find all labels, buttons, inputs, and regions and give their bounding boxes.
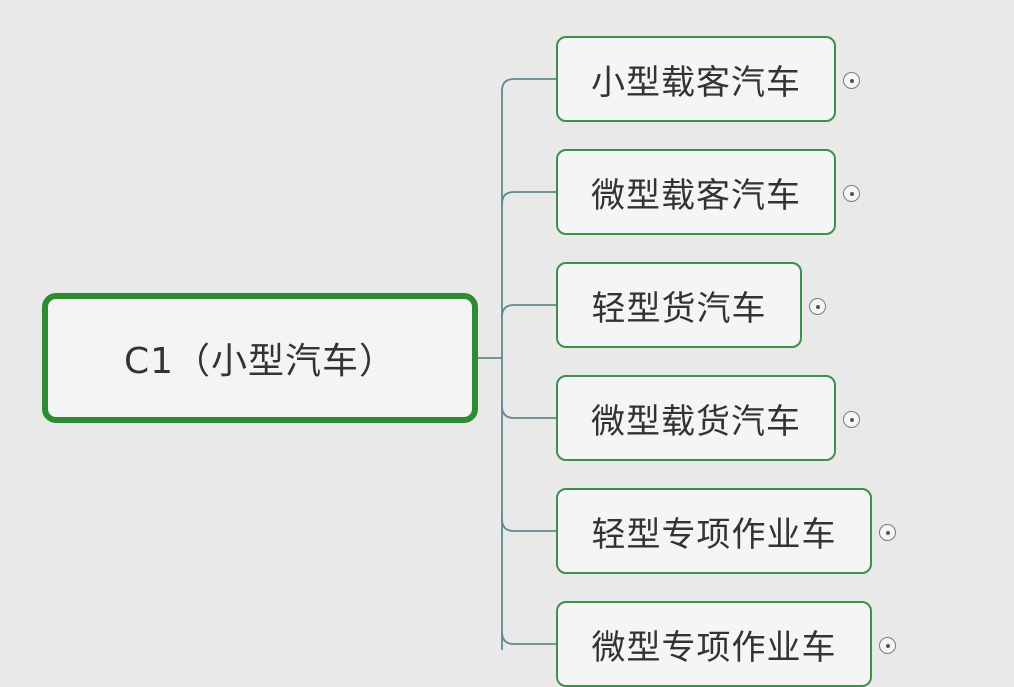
connector-branch-3 [501,304,556,318]
child-node-label: 小型载客汽车 [591,62,801,103]
expand-plus-icon[interactable] [879,637,896,654]
expand-plus-icon[interactable] [843,411,860,428]
expand-plus-icon[interactable] [879,524,896,541]
connector-branch-6 [501,631,556,645]
expand-plus-icon[interactable] [843,185,860,202]
mindmap-canvas: C1（小型汽车） 小型载客汽车 微型载客汽车 轻型货汽车 微型载货汽车 轻型专项… [0,0,1014,655]
child-node-light-truck[interactable]: 轻型货汽车 [556,262,802,348]
expand-plus-icon[interactable] [843,72,860,89]
child-node-label: 轻型货汽车 [591,288,767,329]
root-node-label: C1（小型汽车） [123,341,397,382]
child-node-label: 微型载货汽车 [591,401,801,442]
connector-lines [478,78,556,650]
child-node-mini-passenger-car[interactable]: 微型载客汽车 [556,149,836,235]
child-node-light-special-vehicle[interactable]: 轻型专项作业车 [556,488,872,574]
connector-branch-4 [501,405,556,419]
connector-branch-5 [501,518,556,532]
connector-branch-1 [501,78,556,92]
child-node-mini-special-vehicle[interactable]: 微型专项作业车 [556,601,872,687]
child-node-mini-truck[interactable]: 微型载货汽车 [556,375,836,461]
child-node-small-passenger-car[interactable]: 小型载客汽车 [556,36,836,122]
child-node-label: 轻型专项作业车 [591,514,837,555]
expand-plus-icon[interactable] [809,298,826,315]
child-node-label: 微型载客汽车 [591,175,801,216]
root-node[interactable]: C1（小型汽车） [42,293,478,423]
child-node-label: 微型专项作业车 [591,627,837,668]
connector-branch-2 [501,191,556,205]
